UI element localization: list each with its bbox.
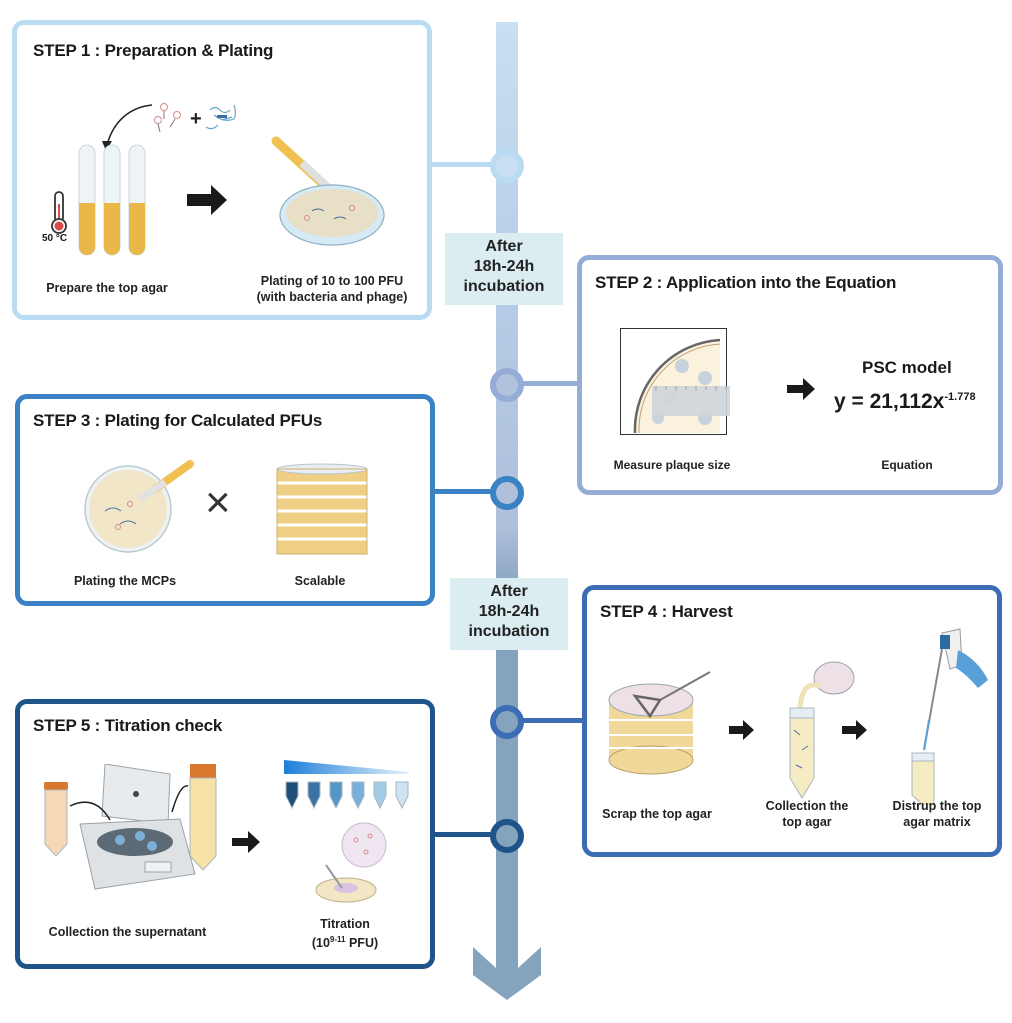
connector-step4 [520,718,584,723]
step2-title: STEP 2 : Application into the Equation [595,273,897,292]
note-line: incubation [468,623,550,640]
timeline-node-step2 [490,368,524,402]
timeline-node-step4 [490,705,524,739]
connector-step2 [520,381,582,386]
temperature-label: 50 °C [42,233,68,244]
timeline-node-step5 [490,819,524,853]
step4-panel: STEP 4 : Harvest Scrap the top agar Coll… [582,585,1002,857]
step1-caption-right-1: Plating of 10 to 100 PFU [260,274,404,288]
note-line: After [485,238,523,255]
step3-caption-right: Scalable [294,574,346,588]
note-line: 18h-24h [473,258,535,275]
step5-caption-right-2: (109-11 PFU) [290,932,400,951]
pipette-tube-icon [911,628,988,805]
incubation-note-1: After 18h-24h incubation [445,233,563,305]
step4-caption-2-2: top agar [782,815,832,829]
note-line: After [490,583,528,600]
step4-caption-2-1: Collection the [765,799,849,813]
centrifuge-icon [44,764,217,890]
step1-title: STEP 1 : Preparation & Plating [33,41,274,60]
step3-caption-left: Plating the MCPs [73,574,177,588]
titration-prefix: (10 [311,936,330,951]
note-line: incubation [463,278,545,295]
step5-panel: STEP 5 : Titration check [15,699,435,969]
arrow-right-icon [729,720,754,740]
arrow-right-icon [842,720,867,740]
step4-title: STEP 4 : Harvest [600,602,733,621]
phage-bacteria-icon: + [102,103,237,151]
step3-title: STEP 3 : Plating for Calculated PFUs [33,411,323,430]
step1-caption-left: Prepare the top agar [46,281,168,295]
timeline-node-step3 [490,476,524,510]
dilution-gradient [284,760,409,774]
equation-base: y = 21,112x [834,390,945,413]
step4-caption-3-1: Distrup the top [892,799,982,813]
titration-exponent: 9-11 [329,935,346,944]
step5-title: STEP 5 : Titration check [33,716,223,735]
step1-caption-right-2: (with bacteria and phage) [256,290,408,304]
connector-step3 [433,489,498,494]
step2-panel: STEP 2 : Application into the Equation P… [577,255,1003,495]
conical-tube-pour-icon [789,661,855,799]
times-icon: × [205,478,231,527]
plus-sign: + [190,108,202,130]
thermometer-icon [51,191,67,234]
step2-caption-left: Measure plaque size [613,458,731,472]
plaque-ruler-icon [620,328,730,435]
petri-dish-mcp-icon [84,460,194,553]
titration-suffix: PFU) [345,936,379,951]
note-line: 18h-24h [478,603,540,620]
arrow-right-icon [232,831,260,853]
step2-caption-right: Equation [881,458,933,472]
arrow-right-icon [187,185,227,215]
step4-caption-3-2: agar matrix [903,815,971,829]
connector-step5 [433,832,498,837]
step1-panel: STEP 1 : Preparation & Plating + 50 °C [12,20,432,320]
step4-caption-1: Scrap the top agar [602,807,712,821]
timeline-node-step1 [490,149,524,183]
scraping-plates-icon [608,671,711,775]
petri-dish-plating-icon [271,136,385,246]
timeline-arrowhead [473,940,541,1000]
equation: y = 21,112x-1.778 [834,390,976,414]
step5-caption-right-1: Titration [320,917,370,931]
incubation-note-2: After 18h-24h incubation [450,578,568,650]
arrow-right-icon [787,378,815,400]
connector-step1 [432,162,498,167]
test-tubes-icon [78,144,146,256]
equation-exponent: -1.778 [944,391,976,403]
stacked-plates-icon [276,463,368,555]
serial-dilution-icon [284,760,409,903]
step5-caption-left: Collection the supernatant [48,925,207,939]
psc-model-label: PSC model [862,358,952,377]
step3-panel: STEP 3 : Plating for Calculated PFUs × P… [15,394,435,606]
